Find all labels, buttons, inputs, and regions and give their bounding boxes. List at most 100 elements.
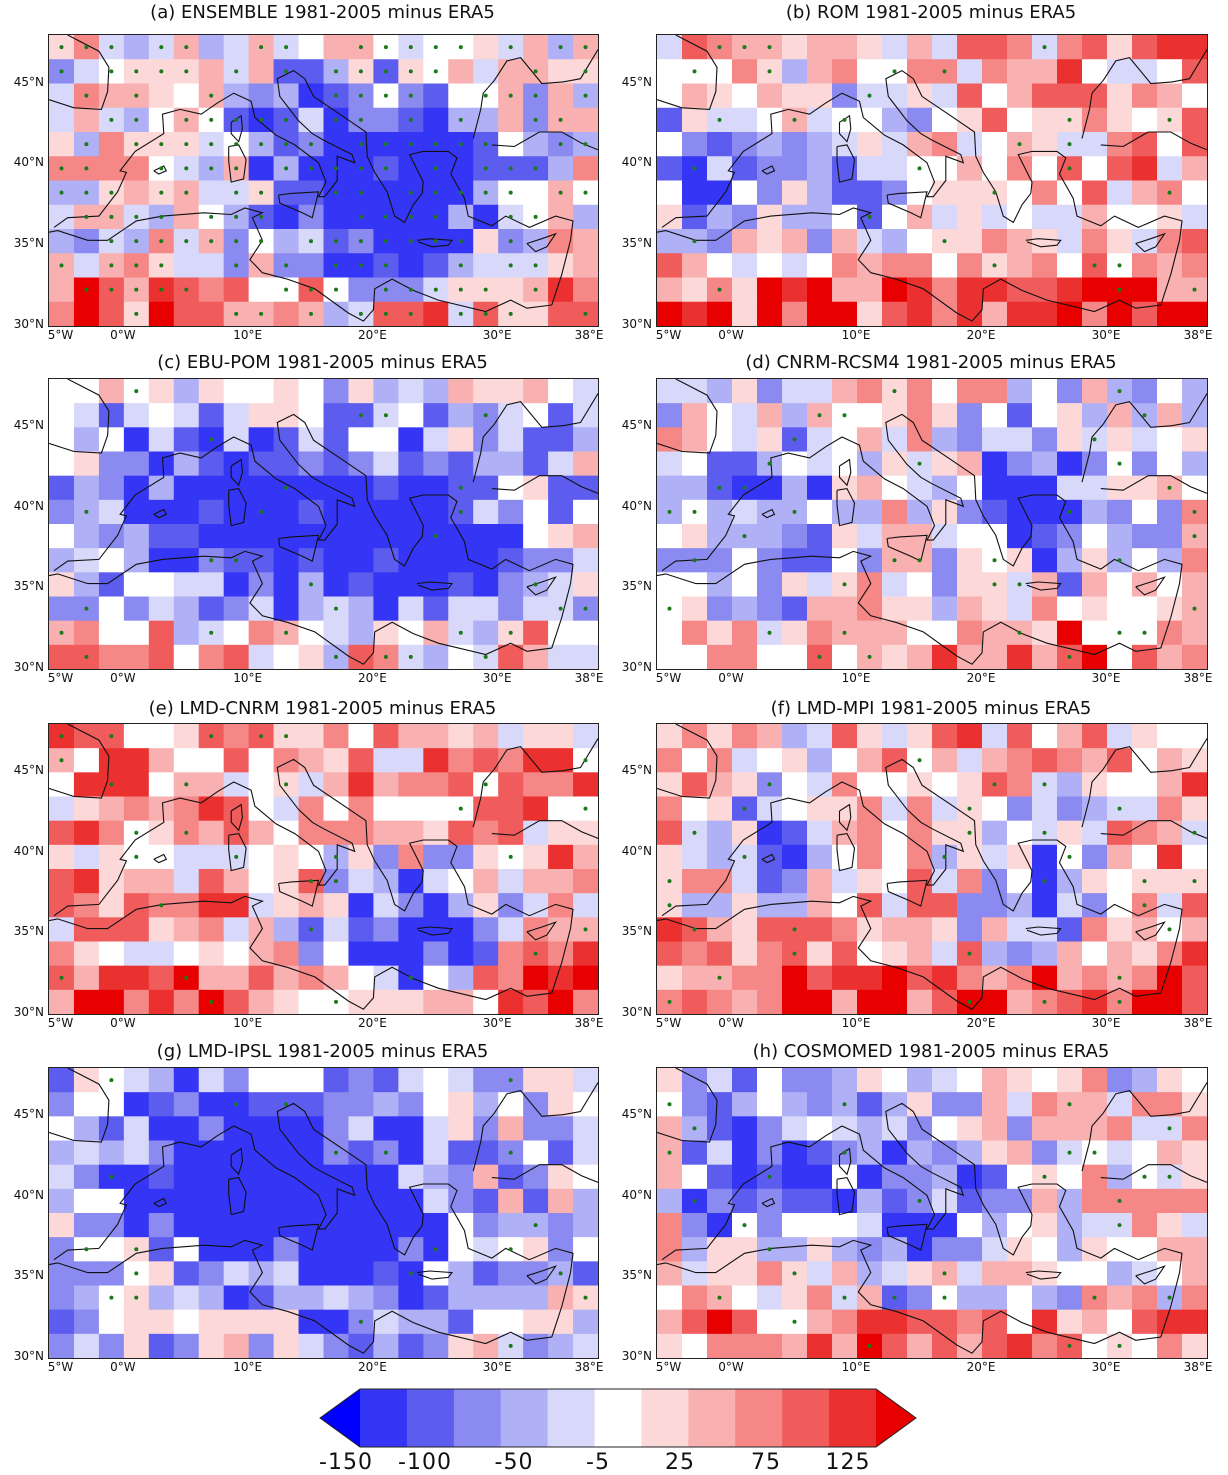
grid-cell [857,1188,883,1214]
grid-cell [732,772,758,798]
colorbar-segment [594,1389,642,1447]
lon-tick-label: 20°E [966,1360,996,1374]
significance-dot [1167,1174,1172,1179]
grid-cell [123,572,150,598]
grid-cell [473,1164,499,1190]
grid-cell [682,403,708,428]
grid-cell [148,844,175,870]
grid-cell [857,748,883,773]
grid-cell [732,620,758,646]
grid-cell [1132,1068,1158,1093]
grid-cell [348,1164,374,1190]
grid-cell [448,403,474,428]
grid-cell [248,1285,275,1311]
grid-cell [907,1116,933,1142]
coastline [491,1164,598,1183]
grid-cell [1082,499,1108,525]
grid-cell [932,965,958,991]
grid-cell [548,83,574,109]
grid-cell [982,1188,1008,1214]
grid-cell [198,1261,225,1287]
significance-dot [408,214,413,219]
grid-cell [882,156,908,182]
grid-cell [1132,204,1158,230]
lon-tick-label: 30°E [482,328,512,342]
grid-cell [223,1068,250,1093]
grid-cell [523,596,549,622]
grid-cell [523,475,549,501]
significance-dot [159,903,164,908]
grid-cell [1007,796,1033,822]
grid-cell [523,1068,549,1093]
grid-cell [73,724,100,749]
significance-dot [184,166,189,171]
grid-cell [223,620,250,646]
grid-cell [857,132,883,157]
lon-tick-label: 20°E [966,671,996,685]
significance-dot [134,93,139,98]
significance-dot [692,927,697,932]
grid-cell [348,1261,374,1287]
grid-cell [1182,1092,1207,1117]
grid-cell [173,1285,200,1311]
grid-cell [1082,917,1108,943]
lon-tick-label: 5°W [655,328,682,342]
significance-dot [558,1271,563,1276]
significance-dot [1117,263,1122,268]
grid-cell [857,427,883,453]
grid-cell [1082,1188,1108,1214]
grid-cell [957,1092,983,1117]
grid-cell [932,499,958,525]
grid-cell [957,1213,983,1238]
grid-cell [807,748,833,773]
grid-cell [423,796,449,822]
significance-dot [284,45,289,50]
grid-cell [1007,844,1033,870]
grid-cell [832,1116,858,1142]
grid-cell [982,379,1008,404]
coastline [761,1197,776,1208]
lon-tick-label: 38°E [574,328,604,342]
grid-cell [982,229,1008,254]
grid-cell [498,796,524,822]
grid-cell [707,1188,733,1214]
coastline [1081,393,1207,483]
grid-cell [473,379,499,404]
grid-cell [732,427,758,453]
grid-cell [73,1140,100,1166]
grid-cell [982,1237,1008,1262]
grid-cell [273,379,300,404]
grid-cell [907,379,933,404]
grid-cell [1157,965,1183,991]
grid-cell [1032,965,1058,991]
grid-cell [982,204,1008,230]
grid-cell [707,132,733,157]
grid-cell [348,1116,374,1142]
grid-cell [932,748,958,773]
coastline [417,581,454,591]
grid-cell [248,869,275,894]
grid-cell [523,1261,549,1287]
significance-dot [767,782,772,787]
grid-cell [707,1333,733,1358]
grid-cell [148,1309,175,1335]
grid-cell [782,572,808,598]
grid-cell [907,253,933,279]
significance-dot [134,1271,139,1276]
coastline [230,458,243,487]
significance-dot [259,45,264,50]
grid-cell [298,499,325,525]
grid-cell [907,107,933,133]
significance-dot [84,214,89,219]
grid-cell [398,156,424,182]
coastline [417,238,454,248]
significance-dot [209,142,214,147]
grid-cell [832,1068,858,1093]
grid-cell [423,572,449,598]
coastline [53,1102,574,1338]
grid-cell [298,107,325,133]
grid-cell [1007,941,1033,967]
significance-dot [59,263,64,268]
grid-cell [198,1140,225,1166]
grid-cell [148,1188,175,1214]
